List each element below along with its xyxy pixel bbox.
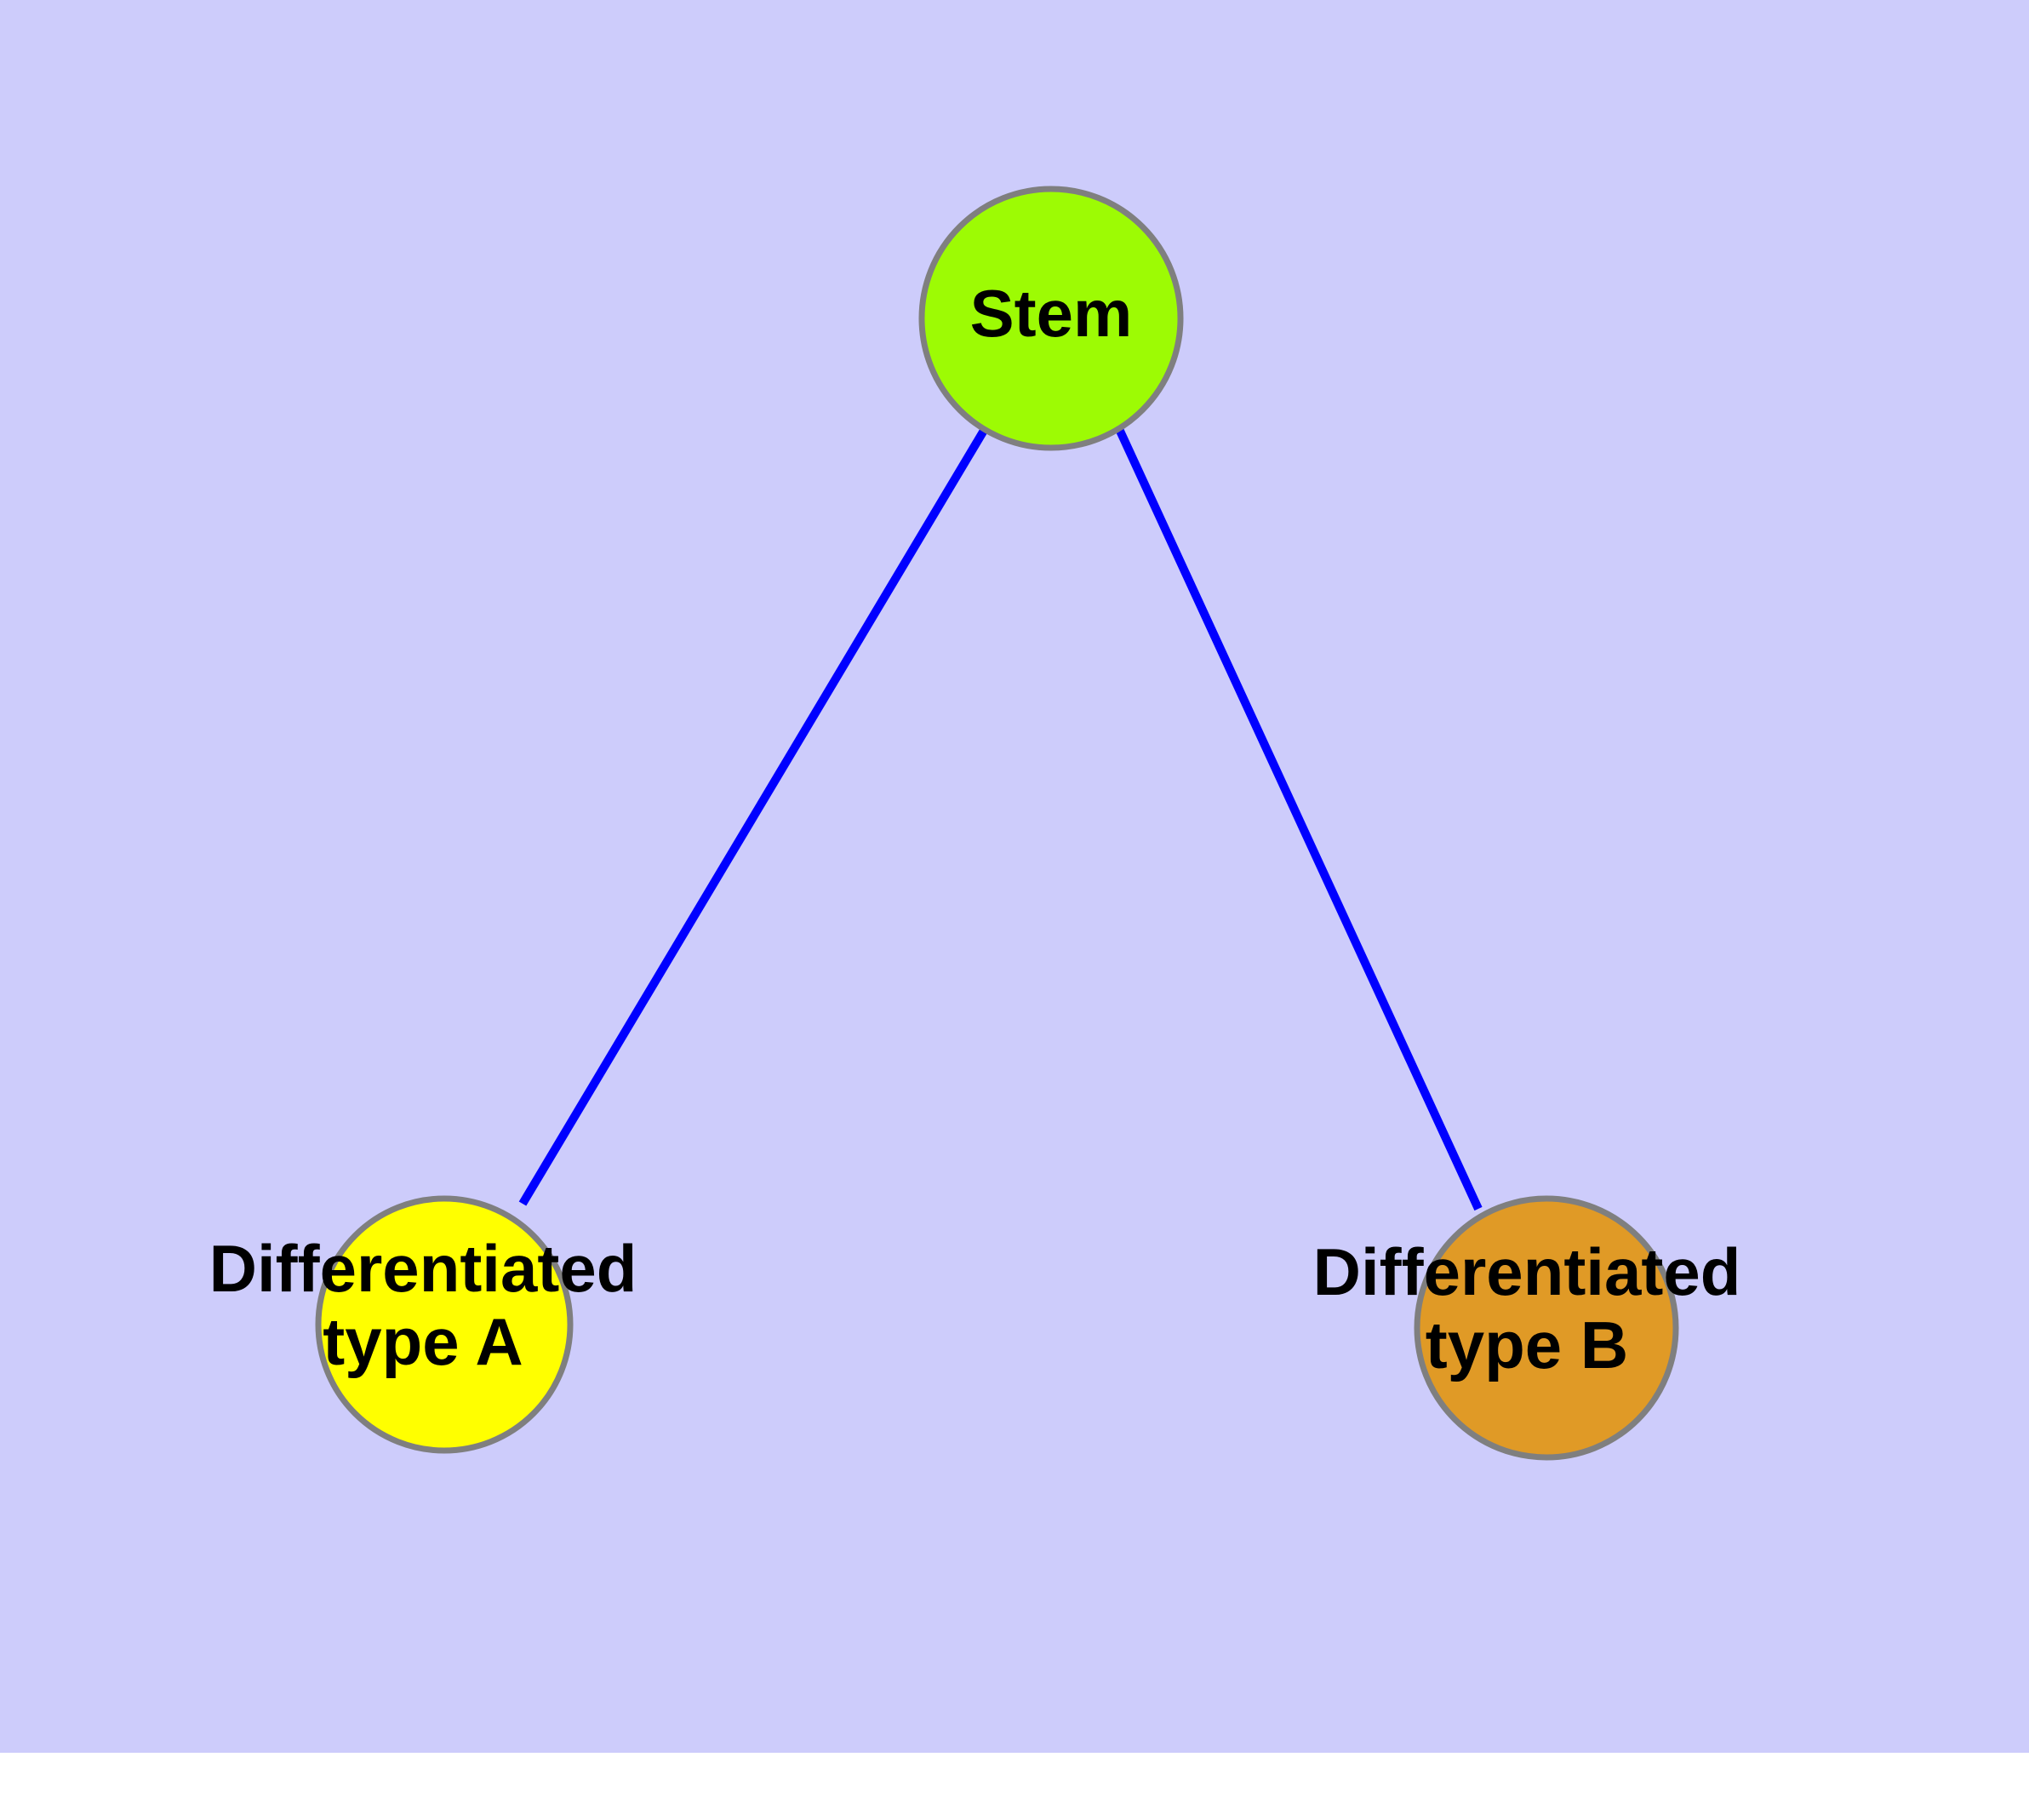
node-label-line: Stem — [970, 276, 1133, 351]
edge-stem-diff-a[interactable] — [518, 426, 989, 1206]
edge-stem-diff-b[interactable] — [1115, 426, 1483, 1211]
node-label-line: type B — [1426, 1308, 1628, 1382]
node-label-line: Differentiated — [209, 1231, 637, 1306]
edges-layer — [518, 426, 1483, 1211]
node-label-stem: Stem — [970, 276, 1133, 351]
node-stem[interactable] — [918, 186, 1184, 451]
nodes-layer — [315, 186, 1679, 1461]
node-diff_a[interactable] — [315, 1195, 574, 1454]
node-label-line: type A — [323, 1304, 523, 1379]
node-label-line: Differentiated — [1313, 1234, 1741, 1309]
node-diff_b[interactable] — [1414, 1195, 1679, 1461]
